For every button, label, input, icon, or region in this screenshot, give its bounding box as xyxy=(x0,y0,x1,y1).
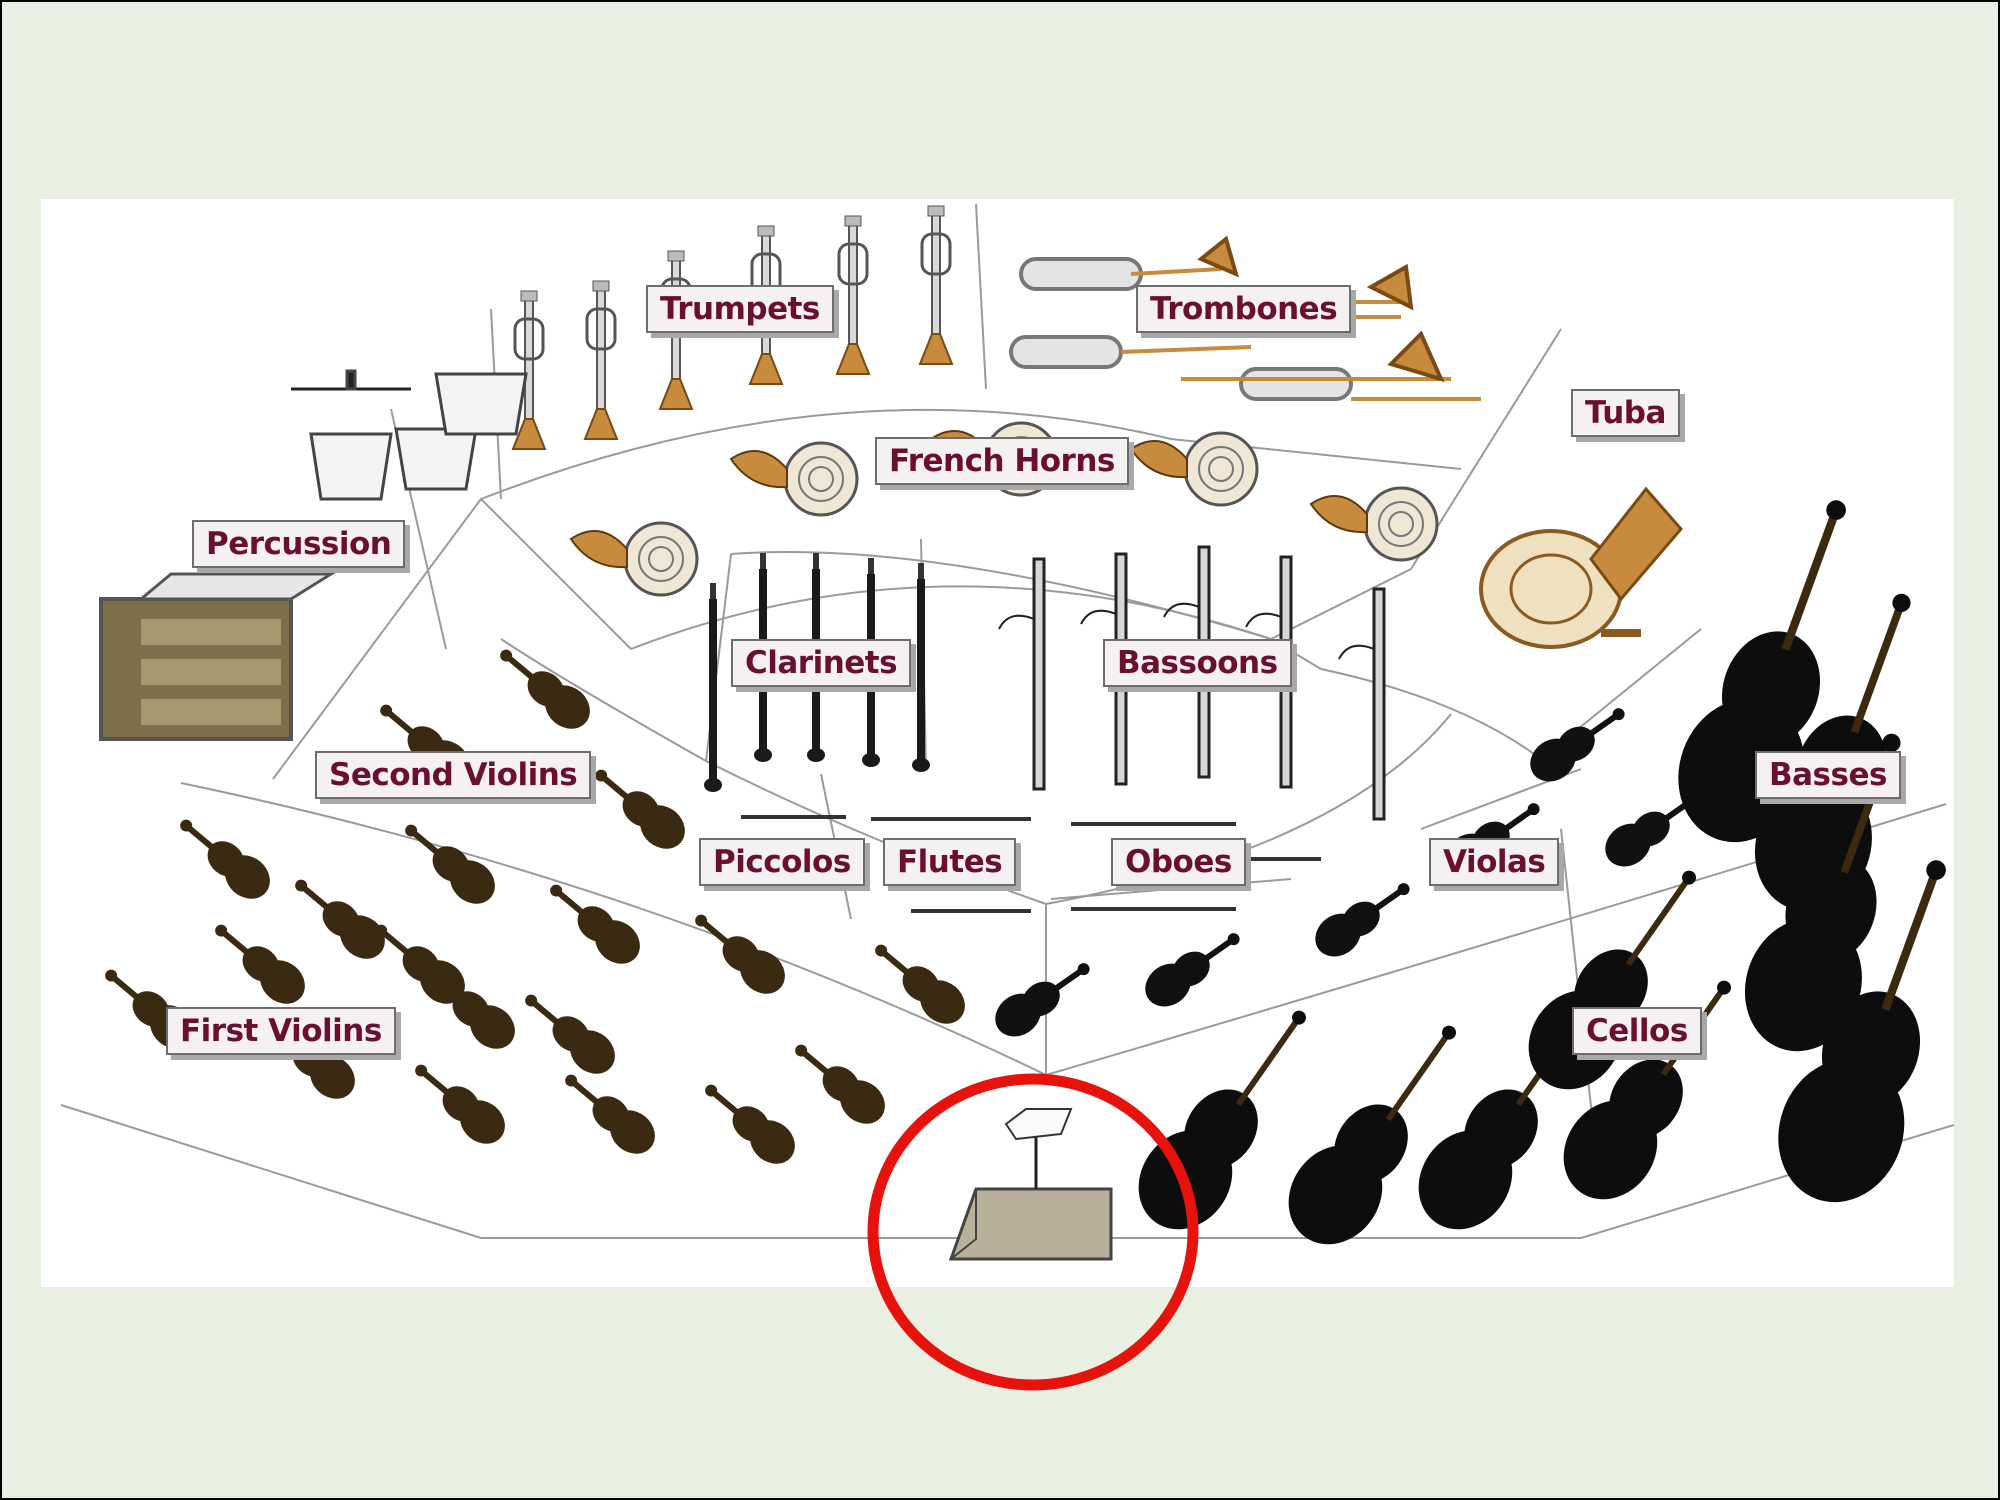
orchestra-seating-chart: Trumpets Trombones Tuba French Horns Per… xyxy=(41,199,1954,1287)
instrument-illustrations xyxy=(93,204,1954,1263)
label-percussion: Percussion xyxy=(192,520,406,568)
label-violas: Violas xyxy=(1429,838,1560,886)
label-basses: Basses xyxy=(1755,751,1901,799)
label-cellos: Cellos xyxy=(1572,1007,1702,1055)
label-tuba: Tuba xyxy=(1571,389,1680,437)
trombones-illustration xyxy=(1009,235,1481,401)
percussion-illustration xyxy=(99,369,528,741)
label-trumpets: Trumpets xyxy=(646,285,834,333)
label-clarinets: Clarinets xyxy=(731,639,912,687)
label-oboes: Oboes xyxy=(1111,838,1246,886)
conductor-podium-illustration xyxy=(948,1108,1113,1261)
woodwind-row-illustration xyxy=(741,815,1321,913)
section-dividers xyxy=(60,203,1954,1239)
tuba-illustration xyxy=(1479,486,1683,649)
label-french-horns: French Horns xyxy=(875,437,1129,485)
label-flutes: Flutes xyxy=(883,838,1017,886)
label-first-violins: First Violins xyxy=(166,1007,396,1055)
label-piccolos: Piccolos xyxy=(699,838,865,886)
label-bassoons: Bassoons xyxy=(1103,639,1292,687)
label-trombones: Trombones xyxy=(1136,285,1352,333)
label-second-violins: Second Violins xyxy=(315,751,592,799)
